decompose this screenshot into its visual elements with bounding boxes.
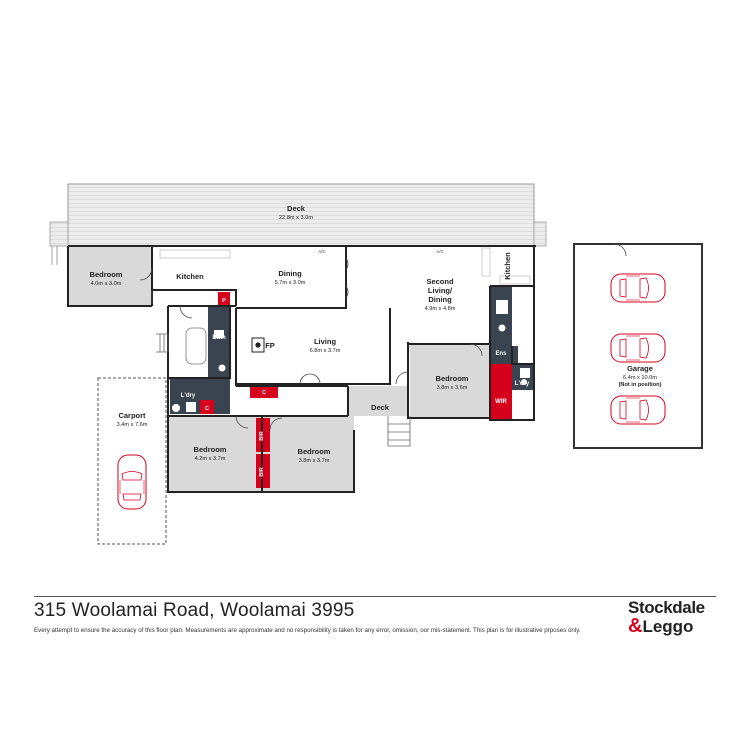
agency-logo: Stockdale &Leggo [628,598,720,636]
logo-word-leggo: Leggo [642,617,694,636]
ac-label-1: A/C [318,249,326,254]
bedroom-w-label: Bedroom [90,270,123,279]
bedroom-sw-label: Bedroom [194,445,227,454]
garage-car-3-icon [610,395,666,425]
bath-label: Bath [212,335,226,341]
deck-small-label: Deck [371,403,390,412]
bedroom-s-label: Bedroom [298,447,331,456]
ac-label-2: A/C [436,249,444,254]
garage-note: (Not in position) [619,382,662,388]
steps [156,333,411,447]
garage-dim: 6.4m x 10.0m [623,375,657,381]
second-living-line1: Second [426,277,454,286]
dining-dim: 5.7m x 3.0m [275,280,306,286]
ens-label: Ens [495,351,507,357]
bir-label-2: BIR [259,467,265,477]
garage-label: Garage [627,364,653,373]
carport-label: Carport [118,411,146,420]
bedroom-sw-dim: 4.2m x 3.7m [195,456,226,462]
logo-word-leggo-row: &Leggo [628,615,720,637]
bedroom-e-label: Bedroom [436,374,469,383]
living-dim: 6.8m x 3.7m [310,348,341,354]
kitchen-e-label: Kitchen [503,252,512,280]
ldry-w-label: L'dry [181,393,196,399]
bedroom-w-dim: 4.0m x 3.0m [91,281,122,287]
dining-label: Dining [278,269,302,278]
logo-ampersand: & [628,615,643,637]
cupboard-label-2: C [205,406,209,412]
carport [97,377,167,545]
fixtures [159,247,531,412]
footer-divider [34,596,716,597]
carport-dim: 3.4m x 7.6m [117,422,148,428]
second-living-dim: 4.9m x 4.8m [425,306,456,312]
deck-top [49,183,547,265]
second-living-line2: Living/ [428,286,453,295]
garage-car-1-icon [610,273,666,303]
garage-car-2-icon [610,333,666,363]
cupboard-label-1: C [262,390,266,396]
pantry-label: P [222,298,226,304]
property-address: 315 Woolamai Road, Woolamai 3995 [34,600,355,621]
second-living-line3: Dining [428,295,452,304]
ldry-e-label: L'dry [515,381,530,387]
deck-label: Deck [287,204,306,213]
logo-word-stockdale: Stockdale [628,598,705,617]
carport-car-icon [117,454,147,510]
kitchen-w-label: Kitchen [176,272,204,281]
doors [139,257,483,431]
disclaimer-text: Every attempt to ensure the accuracy of … [34,627,581,634]
garage [573,243,703,449]
living-label: Living [314,337,337,346]
bedroom-e-dim: 3.8m x 3.6m [437,385,468,391]
wir-label: WIR [495,399,507,405]
deck-dim: 22.8m x 3.0m [279,215,313,221]
bedroom-s-dim: 3.8m x 3.7m [299,458,330,464]
fp-label: FP [265,341,275,350]
bir-label-1: BIR [259,431,265,441]
